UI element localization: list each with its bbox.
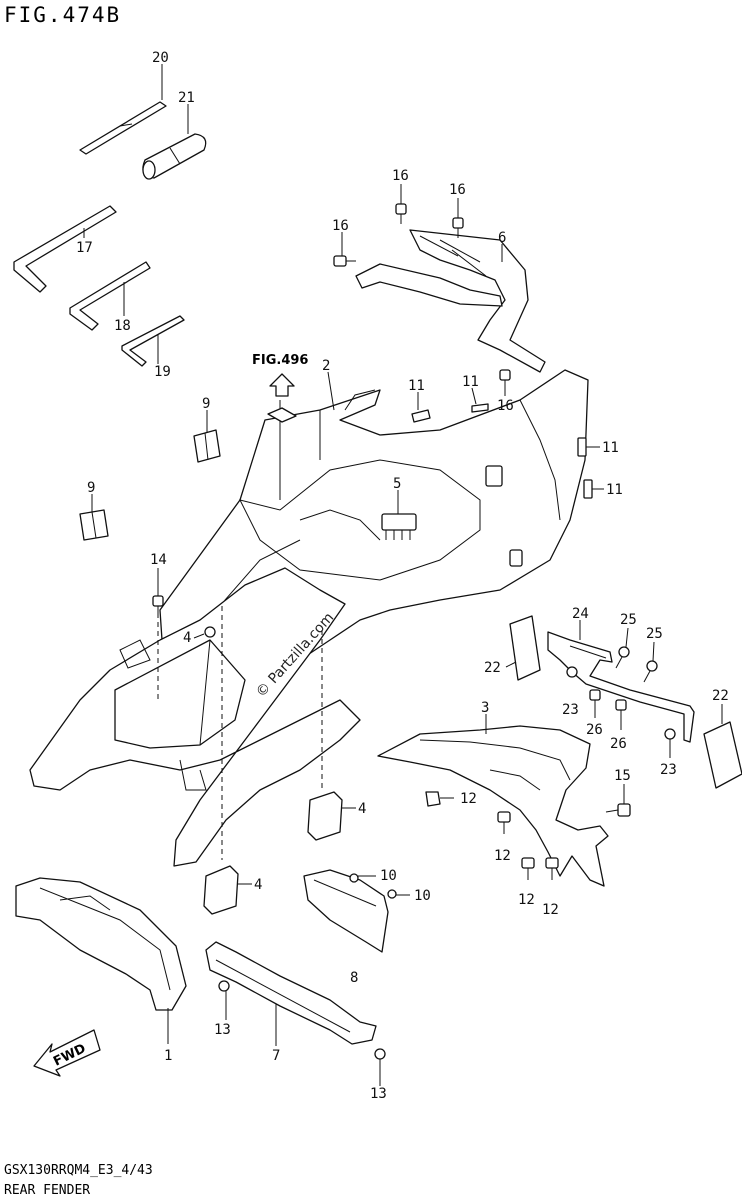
bolt-12-b (497, 811, 511, 834)
callout-20: 20 (152, 50, 169, 66)
bolt-12-d (545, 857, 559, 880)
bolt-16-a (395, 203, 407, 224)
callout-2: 2 (322, 358, 330, 374)
bumper-9-lower (79, 509, 109, 541)
callout-21: 21 (178, 90, 195, 106)
nut-4-upper (204, 626, 216, 638)
figure-title: FIG.474B (4, 3, 121, 27)
cover-plate (303, 869, 389, 953)
reflector-22-right (703, 721, 742, 789)
callout-16: 16 (392, 168, 409, 184)
bolt-13-a (218, 980, 230, 992)
callout-16: 16 (497, 398, 514, 414)
callout-11: 11 (408, 378, 425, 394)
callout-23: 23 (660, 762, 677, 778)
figure-name: REAR FENDER (4, 1183, 90, 1198)
callout-4: 4 (358, 801, 366, 817)
fig-496-reference: FIG.496 (252, 353, 308, 397)
callout-14: 14 (150, 552, 167, 568)
fig-496-label: FIG.496 (252, 353, 308, 368)
lower-bracket (205, 941, 377, 1045)
callout-11: 11 (606, 482, 623, 498)
clip-11-b (471, 403, 489, 413)
clip-11-d (583, 479, 593, 499)
callout-16: 16 (332, 218, 349, 234)
callout-16: 16 (449, 182, 466, 198)
callout-23: 23 (562, 702, 579, 718)
callout-17: 17 (76, 240, 93, 256)
clip-11-a (411, 409, 431, 423)
tool-handle (142, 133, 207, 180)
callout-18: 18 (114, 318, 131, 334)
fwd-arrow: FWD (33, 1029, 101, 1077)
nut-23-b (664, 728, 676, 740)
callout-22: 22 (484, 660, 501, 676)
callout-10: 10 (380, 868, 397, 884)
callout-6: 6 (498, 230, 506, 246)
rear-fender-lower (377, 725, 609, 887)
bumper-9-upper (193, 429, 221, 463)
callout-25: 25 (646, 626, 663, 642)
pad-4-middle (307, 791, 343, 841)
callout-4: 4 (254, 877, 262, 893)
pad-4-lower (203, 865, 239, 915)
callout-13: 13 (370, 1086, 387, 1102)
callout-3: 3 (481, 700, 489, 716)
callout-10: 10 (414, 888, 431, 904)
tool-hex-wrench-large (13, 205, 117, 293)
bolt-15 (605, 803, 631, 817)
callout-11: 11 (602, 440, 619, 456)
connector-5 (381, 513, 417, 540)
bolt-16-c (333, 255, 356, 267)
bolt-13-b (374, 1048, 386, 1060)
callout-15: 15 (614, 768, 631, 784)
inner-rear-fender (29, 567, 361, 867)
callout-5: 5 (393, 476, 401, 492)
callout-13: 13 (214, 1022, 231, 1038)
nut-23-a (566, 666, 578, 678)
callout-19: 19 (154, 364, 171, 380)
callout-25: 25 (620, 612, 637, 628)
reflector-22-left (509, 615, 541, 681)
screw-25-a (615, 646, 630, 669)
bolt-12-c (521, 857, 535, 880)
nut-26-a (589, 689, 601, 701)
fender-cover (15, 877, 187, 1011)
screw-25-b (643, 660, 658, 683)
bolt-16-b (452, 217, 464, 238)
callout-12: 12 (460, 791, 477, 807)
bolt-10-b (387, 889, 397, 899)
callout-24: 24 (572, 606, 589, 622)
callout-8: 8 (350, 970, 358, 986)
callout-9: 9 (87, 480, 95, 496)
figure-code: GSX130RRQM4_E3_4/43 (4, 1163, 153, 1178)
tool-hex-wrench-medium (69, 261, 151, 331)
callout-7: 7 (272, 1048, 280, 1064)
bolt-12-a (425, 791, 454, 807)
tool-screwdriver (79, 101, 167, 155)
callout-1: 1 (164, 1048, 172, 1064)
tool-hex-wrench-small (121, 315, 185, 367)
nut-26-b (615, 699, 627, 711)
callout-26: 26 (586, 722, 603, 738)
callout-12: 12 (494, 848, 511, 864)
callout-22: 22 (712, 688, 729, 704)
callout-12: 12 (542, 902, 559, 918)
rear-frame-bracket (355, 229, 546, 373)
callout-4: 4 (183, 630, 191, 646)
clip-11-c (577, 437, 587, 457)
bolt-10-a (349, 873, 359, 883)
callout-12: 12 (518, 892, 535, 908)
callout-9: 9 (202, 396, 210, 412)
callout-26: 26 (610, 736, 627, 752)
callout-11: 11 (462, 374, 479, 390)
